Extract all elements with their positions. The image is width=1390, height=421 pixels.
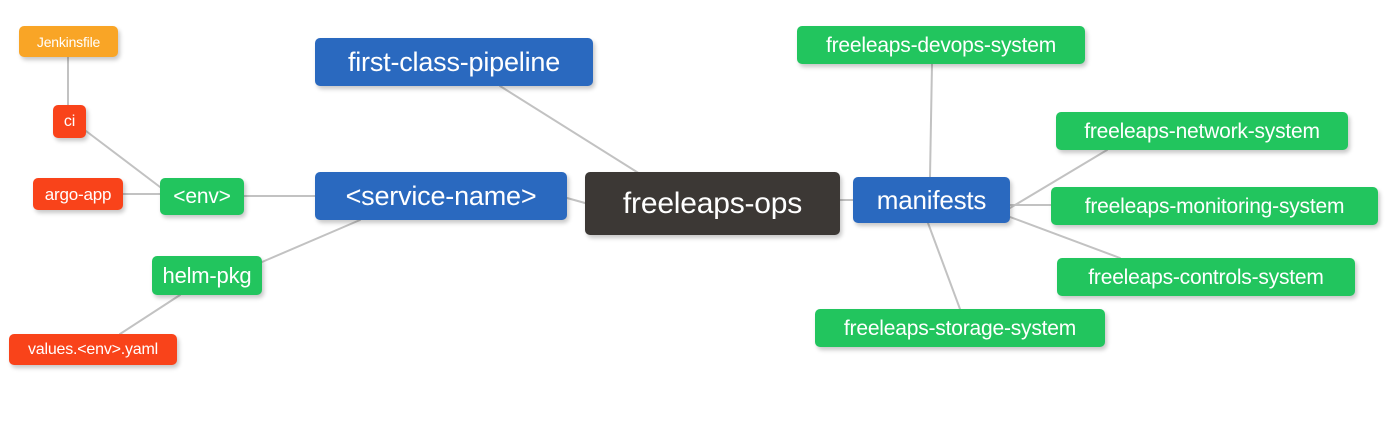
node-freeleaps-controls-system[interactable]: freeleaps-controls-system	[1057, 258, 1355, 296]
node-manifests[interactable]: manifests	[853, 177, 1010, 223]
edge-manifests-to-freeleaps-controls-system	[1009, 216, 1121, 259]
node-freeleaps-ops[interactable]: freeleaps-ops	[585, 172, 840, 235]
edge-freeleaps-ops-to-service-name	[566, 197, 586, 204]
node-env[interactable]: <env>	[160, 178, 244, 215]
node-values-env-yaml[interactable]: values.<env>.yaml	[9, 334, 177, 365]
node-service-name[interactable]: <service-name>	[315, 172, 567, 220]
node-label-jenkinsfile: Jenkinsfile	[36, 33, 101, 50]
node-argo-app[interactable]: argo-app	[33, 178, 123, 210]
node-label-freeleaps-ops: freeleaps-ops	[622, 186, 803, 220]
node-label-freeleaps-controls-system: freeleaps-controls-system	[1088, 265, 1324, 289]
node-label-first-class-pipeline: first-class-pipeline	[347, 46, 561, 77]
node-label-freeleaps-monitoring-system: freeleaps-monitoring-system	[1084, 194, 1345, 218]
node-label-helm-pkg: helm-pkg	[162, 262, 252, 288]
node-jenkinsfile[interactable]: Jenkinsfile	[19, 26, 118, 57]
node-label-freeleaps-storage-system: freeleaps-storage-system	[843, 316, 1077, 340]
node-freeleaps-network-system[interactable]: freeleaps-network-system	[1056, 112, 1348, 150]
node-freeleaps-devops-system[interactable]: freeleaps-devops-system	[797, 26, 1085, 64]
edge-manifests-to-freeleaps-devops-system	[929, 63, 933, 178]
node-freeleaps-storage-system[interactable]: freeleaps-storage-system	[815, 309, 1105, 347]
node-label-values-env-yaml: values.<env>.yaml	[27, 340, 158, 358]
node-ci[interactable]: ci	[53, 105, 86, 138]
node-helm-pkg[interactable]: helm-pkg	[152, 256, 262, 295]
node-freeleaps-monitoring-system[interactable]: freeleaps-monitoring-system	[1051, 187, 1378, 225]
node-label-freeleaps-devops-system: freeleaps-devops-system	[826, 33, 1056, 57]
node-label-argo-app: argo-app	[44, 184, 112, 204]
node-label-ci: ci	[63, 112, 76, 130]
node-label-manifests: manifests	[876, 185, 987, 215]
node-label-env: <env>	[173, 185, 231, 208]
edge-manifests-to-freeleaps-storage-system	[927, 222, 961, 310]
node-label-service-name: <service-name>	[345, 180, 537, 211]
edge-env-to-ci	[85, 130, 161, 188]
edge-manifests-to-freeleaps-network-system	[1009, 149, 1108, 209]
edge-freeleaps-ops-to-first-class-pipeline	[499, 85, 641, 175]
edge-service-name-to-helm-pkg	[261, 219, 361, 263]
node-first-class-pipeline[interactable]: first-class-pipeline	[315, 38, 593, 86]
node-label-freeleaps-network-system: freeleaps-network-system	[1084, 119, 1320, 143]
edge-helm-pkg-to-values-env-yaml	[119, 294, 181, 335]
